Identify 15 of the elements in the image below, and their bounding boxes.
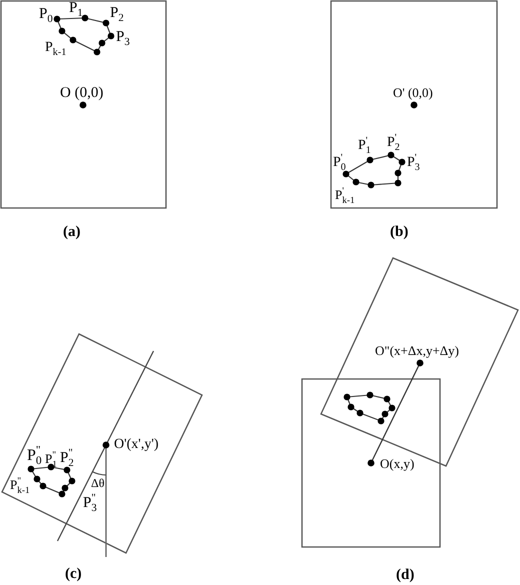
panel-caption: (c) [65,566,82,584]
point-label: P$_{k-1}$ [45,40,66,56]
origin-label: O(x,y) [380,457,414,472]
origin-label: O' (0,0) [393,86,433,101]
point-label: P$_{0}$ [39,6,53,24]
origin-label: O'(x',y') [114,437,159,454]
angle-label: Δθ [91,477,104,491]
origin-label: O (0,0) [60,85,104,102]
point-label: P$_{2}$ [110,5,124,22]
point-label: P$_{1}$ [69,0,83,18]
panel-caption: (b) [390,224,408,242]
point-label: P$_{3}$ [116,29,130,46]
panel-caption: (d) [396,567,414,584]
panel-caption: (a) [63,224,80,242]
origin-label: O"(x+Δx,y+Δy) [375,344,459,359]
